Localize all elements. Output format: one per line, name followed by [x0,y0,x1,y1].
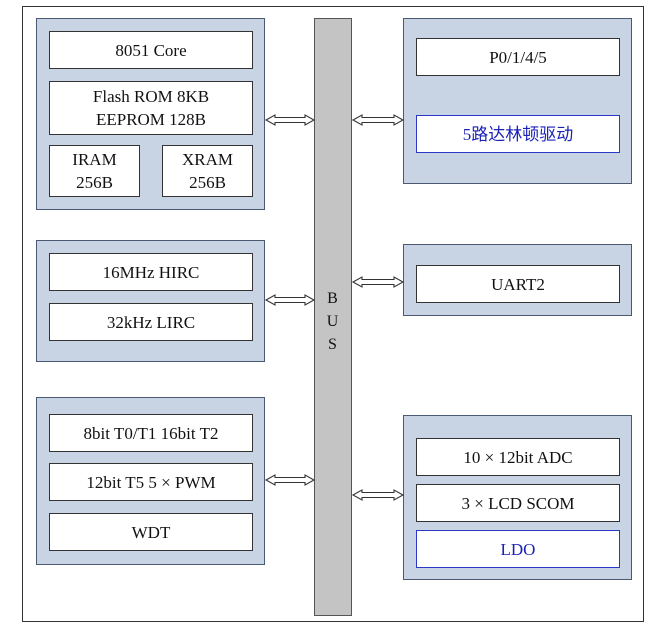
flash-eeprom-box: Flash ROM 8KB EEPROM 128B [49,81,253,135]
uart-bus-arrow [351,276,405,288]
core-bus-arrow [264,114,316,126]
clock-bus-arrow [264,294,316,306]
iram-box: IRAM 256B [49,145,140,197]
bus-label: B U S [326,290,340,353]
lirc-box: 32kHz LIRC [49,303,253,341]
clock-group: 16MHz HIRC 32kHz LIRC [36,240,265,362]
diagram-frame [22,6,644,622]
pwm-box: 12bit T5 5 × PWM [49,463,253,501]
xram-box: XRAM 256B [162,145,253,197]
analog-bus-arrow [351,489,405,501]
darlington-driver-box: 5路达林顿驱动 [416,115,620,153]
adc-box: 10 × 12bit ADC [416,438,620,476]
io-group: P0/1/4/5 5路达林顿驱动 [403,18,632,184]
timer-bus-arrow [264,474,316,486]
timer-box: 8bit T0/T1 16bit T2 [49,414,253,452]
uart-box: UART2 [416,265,620,303]
io-bus-arrow [351,114,405,126]
port-box: P0/1/4/5 [416,38,620,76]
analog-group: 10 × 12bit ADC 3 × LCD SCOM LDO [403,415,632,580]
uart-group: UART2 [403,244,632,316]
hirc-box: 16MHz HIRC [49,253,253,291]
bus-bar: B U S [314,18,352,616]
timer-group: 8bit T0/T1 16bit T2 12bit T5 5 × PWM WDT [36,397,265,565]
wdt-box: WDT [49,513,253,551]
lcd-scom-box: 3 × LCD SCOM [416,484,620,522]
ldo-box: LDO [416,530,620,568]
core-group: 8051 Core Flash ROM 8KB EEPROM 128B IRAM… [36,18,265,210]
core-box: 8051 Core [49,31,253,69]
